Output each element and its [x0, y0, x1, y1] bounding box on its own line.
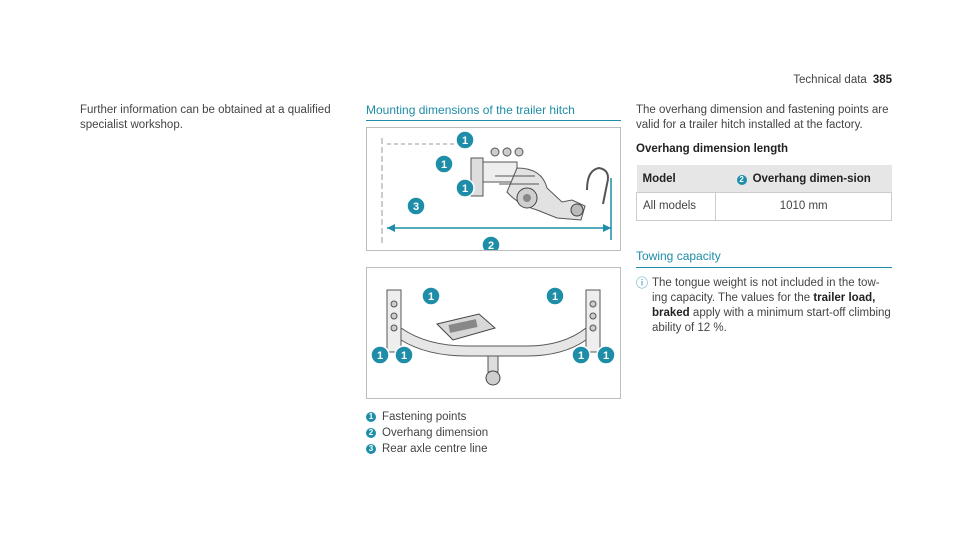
table-header-overhang: 2 Overhang dimen-sion [715, 165, 892, 193]
callout-2: 2 [488, 240, 494, 250]
page-number: 385 [872, 74, 892, 86]
table-cell-value: 1010 mm [715, 192, 892, 221]
callout-1: 1 [462, 183, 468, 195]
overhang-heading: Overhang dimension length [636, 143, 789, 155]
mounting-heading: Mounting dimensions of the trailer hitch [366, 103, 621, 121]
legend-item: 3 Rear axle centre line [366, 441, 488, 457]
running-header: Technical data 385 [793, 74, 892, 86]
section-title: Technical data [793, 74, 867, 86]
legend-item: 1 Fastening points [366, 409, 488, 425]
table-header-model: Model [636, 165, 716, 193]
figure-callouts-rear: 1 1 1 1 1 1 [370, 286, 616, 365]
callout-1: 1 [603, 350, 609, 362]
callout-1: 1 [552, 291, 558, 303]
side-view-figure: 1 1 1 3 2 [366, 127, 621, 255]
note-text-pre: The tongue weight is not included in the… [652, 277, 880, 304]
figure-callouts-side: 1 1 1 3 2 [406, 130, 501, 255]
table-header-row: Model 2 Overhang dimen-sion [636, 165, 892, 193]
towing-note-text: The tongue weight is not included in the… [652, 276, 892, 336]
column-middle: Mounting dimensions of the trailer hitch… [366, 103, 621, 455]
callout-1: 1 [462, 135, 468, 147]
side-view-drawing: 1 1 1 3 2 [381, 130, 612, 255]
legend-label: Rear axle centre line [382, 443, 488, 455]
callout-1: 1 [578, 350, 584, 362]
overhang-table: Model 2 Overhang dimen-sion All models 10… [635, 165, 892, 221]
legend-number: 3 [366, 444, 376, 454]
legend-item: 2 Overhang dimension [366, 425, 488, 441]
towing-note: ⓘ The tongue weight is not included in t… [636, 276, 892, 336]
table-header-overhang-label: Overhang dimen-sion [752, 173, 871, 185]
column-right: The overhang dimension and fastening poi… [635, 103, 892, 336]
callout-1: 1 [441, 159, 447, 171]
column-left: Further information can be obtained at a… [80, 103, 352, 133]
intro-paragraph: Further information can be obtained at a… [80, 104, 331, 131]
towing-heading: Towing capacity [636, 249, 892, 268]
note-text-bold: trailer load, braked [652, 292, 876, 319]
info-icon: ⓘ [636, 276, 649, 290]
note-text-post: apply with a minimum start-off climbing … [652, 307, 891, 334]
legend-number: 2 [366, 428, 376, 438]
callout-3: 3 [413, 201, 419, 213]
legend-label: Fastening points [382, 411, 467, 423]
rear-view-drawing: 1 1 1 1 1 1 [370, 286, 616, 386]
callout-1: 1 [401, 350, 407, 362]
table-cell-model: All models [635, 192, 717, 221]
legend-number: 2 [736, 174, 747, 185]
overhang-intro: The overhang dimension and fastening poi… [636, 104, 889, 131]
callout-1: 1 [428, 291, 434, 303]
legend-number: 1 [366, 412, 376, 422]
callout-1: 1 [377, 350, 383, 362]
legend-label: Overhang dimension [382, 427, 489, 439]
table-row: All models 1010 mm [635, 192, 892, 221]
rear-view-figure: 1 1 1 1 1 1 [366, 267, 621, 399]
